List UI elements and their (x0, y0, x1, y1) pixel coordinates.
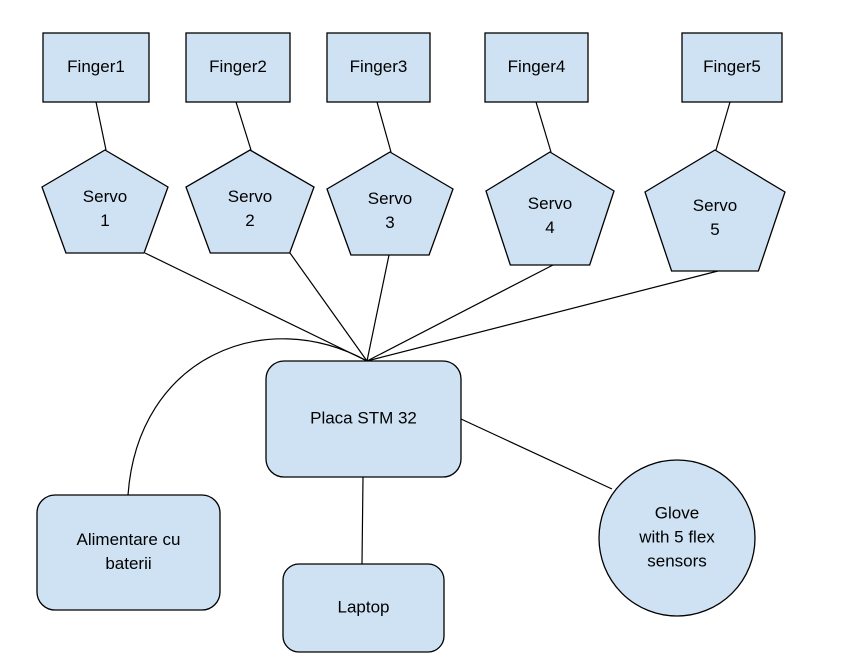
battery-label-line-1: Alimentare cu (77, 530, 181, 549)
servo5-label-line-1: Servo (693, 196, 737, 215)
laptop-label-line-1: Laptop (338, 597, 390, 616)
servo5-label-line-2: 5 (710, 220, 719, 239)
laptop-shape (282, 563, 445, 653)
servo5-shape (644, 149, 786, 272)
node-glove: Glove with 5 flex sensors (598, 459, 756, 617)
edge-stm32-glove (460, 418, 613, 490)
edge-finger4-servo4 (535, 101, 552, 153)
edge-servo4-stm32 (366, 264, 554, 362)
edge-finger3-servo3 (376, 101, 392, 153)
servo3-label-line-1: Servo (368, 189, 412, 208)
stm32-shape (265, 360, 462, 478)
node-servo1: Servo 1 (41, 149, 169, 254)
node-battery: Alimentare cu baterii (36, 494, 221, 611)
servo1-label-line-2: 1 (100, 211, 109, 230)
edge-servo1-stm32 (144, 252, 368, 362)
node-servo5: Servo 5 (644, 149, 786, 272)
edge-finger1-servo1 (95, 101, 107, 151)
node-finger5: Finger5 (681, 32, 783, 103)
servo1-shape (41, 149, 169, 254)
glove-label-line-1: Glove (655, 503, 699, 522)
node-finger3: Finger3 (326, 32, 431, 103)
servo2-label-line-2: 2 (245, 211, 254, 230)
node-finger4: Finger4 (484, 32, 589, 103)
finger3-shape (326, 32, 431, 103)
finger5-label-line-1: Finger5 (703, 57, 761, 76)
glove-shape (598, 459, 756, 617)
node-laptop: Laptop (282, 563, 445, 653)
node-servo3: Servo 3 (326, 151, 454, 256)
glove-label-line-2: with 5 flex (638, 527, 715, 546)
node-finger2: Finger2 (185, 32, 291, 103)
finger2-shape (185, 32, 291, 103)
node-servo2: Servo 2 (185, 149, 315, 254)
servo2-label-line-1: Servo (228, 187, 272, 206)
edge-servo3-stm32 (366, 254, 390, 362)
battery-shape (36, 494, 221, 611)
finger3-label-line-1: Finger3 (350, 57, 408, 76)
edge-stm32-laptop (361, 476, 364, 565)
glove-label-line-3: sensors (647, 551, 707, 570)
node-servo4: Servo 4 (485, 151, 615, 266)
edge-servo5-stm32 (366, 270, 719, 362)
edge-finger2-servo2 (235, 101, 252, 151)
finger2-label-line-1: Finger2 (209, 57, 267, 76)
battery-label-line-2: baterii (105, 554, 151, 573)
edge-servo2-stm32 (289, 252, 368, 362)
edge-finger5-servo5 (715, 101, 731, 151)
edge-battery-stm32 (127, 338, 368, 496)
node-finger1: Finger1 (42, 32, 150, 103)
servo3-shape (326, 151, 454, 256)
finger4-label-line-1: Finger4 (508, 57, 566, 76)
servo4-label-line-1: Servo (528, 194, 572, 213)
servo2-shape (185, 149, 315, 254)
node-stm32: Placa STM 32 (265, 360, 462, 478)
servo1-label-line-1: Servo (83, 187, 127, 206)
stm32-label-line-1: Placa STM 32 (310, 408, 417, 427)
finger5-shape (681, 32, 783, 103)
finger1-shape (42, 32, 150, 103)
servo4-label-line-2: 4 (545, 218, 554, 237)
servo4-shape (485, 151, 615, 266)
finger1-label-line-1: Finger1 (67, 57, 125, 76)
finger4-shape (484, 32, 589, 103)
servo3-label-line-2: 3 (385, 213, 394, 232)
